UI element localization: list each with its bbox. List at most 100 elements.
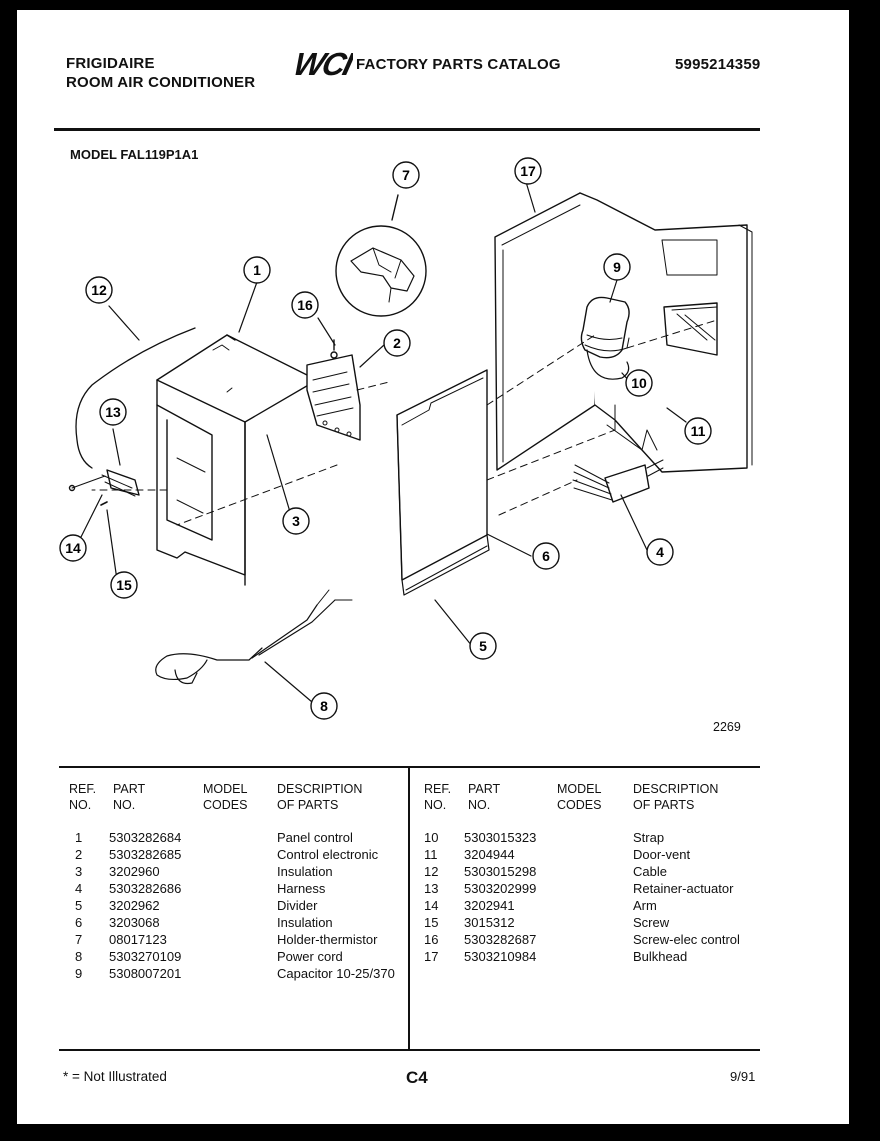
door-vent-part (663, 302, 718, 356)
catalog-page: FRIGIDAIRE ROOM AIR CONDITIONER WCI FACT… (17, 10, 849, 1124)
svg-text:13: 13 (105, 404, 121, 420)
header-ref-no-right: REF.NO. (424, 782, 452, 812)
svg-text:15: 15 (116, 577, 132, 593)
callout-7: 7 (392, 161, 420, 189)
callout-13: 13 (99, 398, 127, 426)
table-cell-part: 5303015298 (464, 864, 537, 879)
callout-6: 6 (532, 542, 560, 570)
table-cell-ref: 8 (75, 949, 83, 964)
table-cell-ref: 13 (424, 881, 439, 896)
callout-16: 16 (291, 291, 319, 319)
callout-14: 14 (59, 534, 87, 562)
table-cell-part: 5303202999 (464, 881, 537, 896)
svg-text:1: 1 (253, 262, 261, 278)
table-cell-ref: 6 (75, 915, 83, 930)
table-cell-part: 3015312 (464, 915, 515, 930)
svg-text:2: 2 (393, 335, 401, 351)
table-cell-description: Panel control (277, 830, 353, 845)
svg-text:6: 6 (542, 548, 550, 564)
table-cell-part: 5303282684 (109, 830, 182, 845)
drawing-number: 2269 (713, 720, 741, 734)
wci-logo-text: WCI (290, 46, 353, 80)
left-part-column: 5303282684 5303282685 3202960 5303282686… (109, 829, 181, 982)
table-cell-part: 3203068 (109, 915, 160, 930)
product-name: ROOM AIR CONDITIONER (66, 74, 256, 91)
svg-text:8: 8 (320, 698, 328, 714)
table-cell-description: Holder-thermistor (277, 932, 378, 947)
table-cell-description: Screw-elec control (633, 932, 740, 947)
callout-4: 4 (646, 538, 674, 566)
callout-9: 9 (603, 253, 631, 281)
table-cell-description: Door-vent (633, 847, 691, 862)
table-cell-ref: 14 (424, 898, 439, 913)
table-cell-part: 5303282685 (109, 847, 182, 862)
table-cell-part: 5303210984 (464, 949, 537, 964)
callout-11: 11 (684, 417, 712, 445)
table-cell-ref: 15 (424, 915, 439, 930)
svg-text:12: 12 (91, 282, 107, 298)
table-cell-ref: 10 (424, 830, 439, 845)
table-cell-ref: 17 (424, 949, 439, 964)
catalog-number: 5995214359 (675, 56, 761, 73)
table-cell-description: Strap (633, 830, 665, 845)
callout-markers: 1 2 3 4 5 6 7 8 9 10 11 12 13 14 15 16 1… (59, 157, 712, 720)
table-cell-description: Screw (633, 915, 670, 930)
callout-15: 15 (110, 571, 138, 599)
svg-text:9: 9 (613, 259, 621, 275)
table-cell-ref: 7 (75, 932, 83, 947)
table-cell-description: Retainer-actuator (633, 881, 734, 896)
table-cell-description: Arm (633, 898, 657, 913)
brand-name: FRIGIDAIRE (66, 55, 155, 72)
exploded-parts-diagram: 1 2 3 4 5 6 7 8 9 10 11 12 13 14 15 16 1… (59, 157, 753, 720)
catalog-title: FACTORY PARTS CATALOG (356, 56, 561, 73)
svg-text:17: 17 (520, 163, 536, 179)
table-cell-ref: 11 (424, 847, 438, 862)
callout-8: 8 (310, 692, 338, 720)
right-ref-column: 10 11 12 13 14 15 16 17 (424, 829, 438, 965)
svg-text:4: 4 (656, 544, 664, 560)
table-cell-description: Capacitor 10-25/370 (277, 966, 395, 981)
table-cell-ref: 5 (75, 898, 83, 913)
table-cell-ref: 1 (75, 830, 83, 845)
table-cell-description: Control electronic (277, 847, 379, 862)
left-ref-column: 1 2 3 4 5 6 7 8 9 (75, 829, 82, 982)
callout-3: 3 (282, 507, 310, 535)
table-cell-description: Cable (633, 864, 667, 879)
table-cell-part: 08017123 (109, 932, 167, 947)
table-cell-part: 5303282686 (109, 881, 182, 896)
callout-12: 12 (85, 276, 113, 304)
header-ref-no: REF.NO. (69, 782, 97, 812)
model-label: MODEL FAL119P1A1 (70, 147, 199, 162)
wci-logo: WCI (289, 46, 358, 85)
callout-1: 1 (243, 256, 271, 284)
table-cell-ref: 4 (75, 881, 83, 896)
svg-text:14: 14 (65, 540, 81, 556)
table-cell-ref: 2 (75, 847, 83, 862)
right-part-column: 5303015323 3204944 5303015298 5303202999… (464, 829, 536, 965)
control-electronic-board (306, 339, 361, 441)
svg-text:10: 10 (631, 375, 647, 391)
left-description-column: Panel control Control electronic Insulat… (277, 829, 395, 982)
callout-5: 5 (469, 632, 497, 660)
callout-2: 2 (383, 329, 411, 357)
table-cell-part: 3202941 (464, 898, 515, 913)
table-cell-description: Divider (277, 898, 318, 913)
table-cell-description: Bulkhead (633, 949, 688, 964)
table-cell-part: 5303015323 (464, 830, 537, 845)
svg-text:11: 11 (691, 423, 706, 439)
table-cell-part: 5303282687 (464, 932, 537, 947)
control-panel-housing (156, 334, 318, 586)
table-cell-ref: 3 (75, 864, 83, 879)
table-cell-description: Harness (277, 881, 326, 896)
holder-thermistor-inset (335, 194, 427, 317)
table-bottom-rule (59, 1049, 760, 1051)
table-cell-ref: 9 (75, 966, 83, 981)
wire-harness (572, 459, 664, 503)
table-cell-ref: 12 (424, 864, 439, 879)
callout-10: 10 (625, 369, 653, 397)
